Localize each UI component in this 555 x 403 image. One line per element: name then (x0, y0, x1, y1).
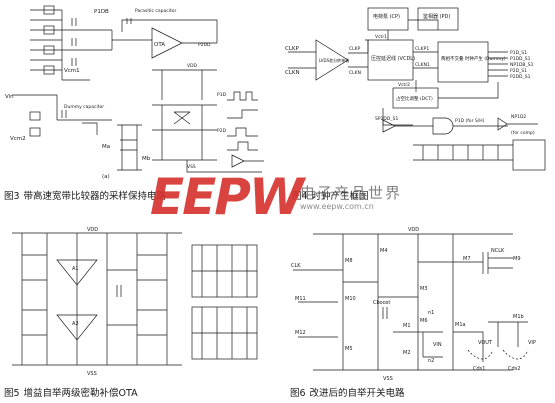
fig6-vin: VIN (433, 342, 442, 348)
fig6-m8: M8 (345, 258, 353, 264)
fig4-clkn-in: CLKN (285, 70, 300, 76)
fig4-clkp1: CLKP1 (415, 46, 429, 52)
fig6-vdd: VDD (408, 227, 419, 233)
fig3-p1d-label: P1D (217, 92, 227, 98)
fig3-dummy-label: Dummy capacitor (64, 104, 104, 110)
fig6-vss: VSS (383, 376, 393, 382)
fig6-m7: M7 (463, 256, 471, 262)
fig6-m1b: M1b (513, 314, 524, 320)
fig4-out1: P1D_S1 (510, 50, 527, 56)
fig3-ota-label: OTA (154, 42, 165, 48)
fig6-m6: M6 (420, 318, 428, 324)
fig5-a2: A2 (72, 321, 79, 327)
fig4-p1d-sh: P1D (for S/H) (455, 118, 485, 124)
fig6-clk: CLK (291, 263, 301, 269)
fig3-p2dd-label: P2DD (198, 42, 211, 48)
fig4-lvds-label: LVDS差分转单端 (319, 57, 349, 63)
fig3-vin-label: Vin (5, 94, 14, 100)
figure-5-ota-schematic: VDD VSS A1 A2 (2, 225, 272, 380)
figure-5-svg: VDD VSS A1 A2 (12, 227, 258, 377)
fig4-vctr2: Vctr2 (398, 82, 410, 88)
fig6-nclk: NCLK (491, 248, 505, 254)
fig4-np1d2: NP1D2 (511, 114, 526, 120)
fig3-vss-label: VSS (187, 164, 196, 170)
fig4-clkp-in: CLKP (285, 46, 300, 52)
fig3-vcm1-label: Vcm1 (64, 68, 80, 74)
fig3-vdd-label: VDD (187, 63, 198, 69)
fig6-vout: VOUT (478, 340, 493, 346)
fig6-m1: M1 (403, 323, 411, 329)
figure-3-svg: Vin OTA P1DB Vcm1 Vcm2 Parasitic capacit… (5, 5, 264, 180)
fig6-m10: M10 (345, 296, 356, 302)
fig4-out3: NP1DB_S1 (510, 62, 534, 68)
fig5-vss: VSS (87, 371, 97, 377)
figure-5-caption-text: 增益自举两级密勒补偿OTA (23, 388, 138, 399)
fig4-out4: P2D_S1 (510, 68, 527, 74)
figure-3-sample-hold-schematic: Vin OTA P1DB Vcm1 Vcm2 Parasitic capacit… (2, 0, 272, 183)
fig4-clkn1: CLKN1 (415, 62, 430, 68)
fig5-vdd: VDD (87, 227, 98, 233)
figure-6-caption-number: 图6 (290, 388, 306, 399)
fig6-m4: M4 (380, 248, 388, 254)
figure-6-caption-text: 改进后的自举开关电路 (309, 388, 405, 399)
fig4-dct-label: 占空比调整 (DCT) (396, 95, 433, 102)
fig4-clkn-out: CLKN (349, 70, 361, 76)
figure-4-caption-text: 时钟产生框图 (311, 191, 369, 202)
figure-3-caption-text: 带高速宽带比较器的采样保持电路 (23, 191, 167, 202)
fig6-n2: n2 (428, 358, 434, 364)
fig3-ma-label: Ma (102, 144, 110, 150)
figure-3-caption-number: 图3 (4, 191, 20, 202)
fig4-vcdl-label: 压控延迟线 (VCDL) (371, 55, 415, 62)
fig3-parasitic-label: Parasitic capacitor (135, 8, 176, 14)
figure-6-svg: VDD VSS CLK NCLK Cboost VIN VOUT VIP Cds… (291, 227, 536, 382)
fig4-pd-label: 鉴相器 (PD) (423, 13, 450, 20)
figure-4-clock-block-diagram: CLKP CLKN LVDS差分转单端 CLKP CLKN 电荷泵 (CP) 鉴… (283, 0, 553, 183)
fig3-clk-label: P1DB (94, 9, 109, 15)
fig3-mb-label: Mb (142, 156, 151, 162)
fig6-m2: M2 (403, 350, 411, 356)
fig4-cp-label: 电荷泵 (CP) (373, 13, 400, 20)
fig6-m11: M11 (295, 296, 306, 302)
figure-5-caption-number: 图5 (4, 388, 20, 399)
figure-6-bootstrap-switch: VDD VSS CLK NCLK Cboost VIN VOUT VIP Cds… (283, 222, 553, 382)
fig6-vip: VIP (528, 340, 536, 346)
fig4-out5: P2DD_S1 (510, 74, 531, 80)
figure-4-svg: CLKP CLKN LVDS差分转单端 CLKP CLKN 电荷泵 (CP) 鉴… (285, 7, 546, 171)
fig4-vctr1: Vctr1 (375, 34, 387, 40)
fig5-a1: A1 (72, 266, 79, 272)
fig3-p2d-label: P2D (217, 128, 227, 134)
fig6-m5: M5 (345, 346, 353, 352)
fig4-for-comp: (for comp) (511, 130, 535, 136)
fig6-m1a: M1a (455, 322, 466, 328)
fig6-m12: M12 (295, 330, 306, 336)
fig6-n1: n1 (428, 310, 434, 316)
fig4-clkp-out: CLKP (349, 46, 361, 52)
fig6-m3: M3 (420, 286, 428, 292)
figure-4-caption-number: 图4 (292, 191, 308, 202)
fig3-vcm2-label: Vcm2 (10, 136, 26, 142)
fig6-cds2: Cds2 (508, 366, 520, 372)
fig4-sp2dd: SP2DD_S1 (375, 116, 398, 122)
fig4-out2: P1DD_S1 (510, 56, 531, 62)
fig3-sub-a-label: (a) (102, 174, 110, 180)
fig6-cboost: Cboost (373, 300, 390, 306)
fig6-cds1: Cds1 (473, 366, 485, 372)
fig6-m9: M9 (513, 256, 521, 262)
eepw-watermark-url: www.eepw.com.cn (300, 202, 374, 211)
fig4-dummy-label: 两相不交叠 时钟产生 (Dummy) (441, 55, 506, 62)
